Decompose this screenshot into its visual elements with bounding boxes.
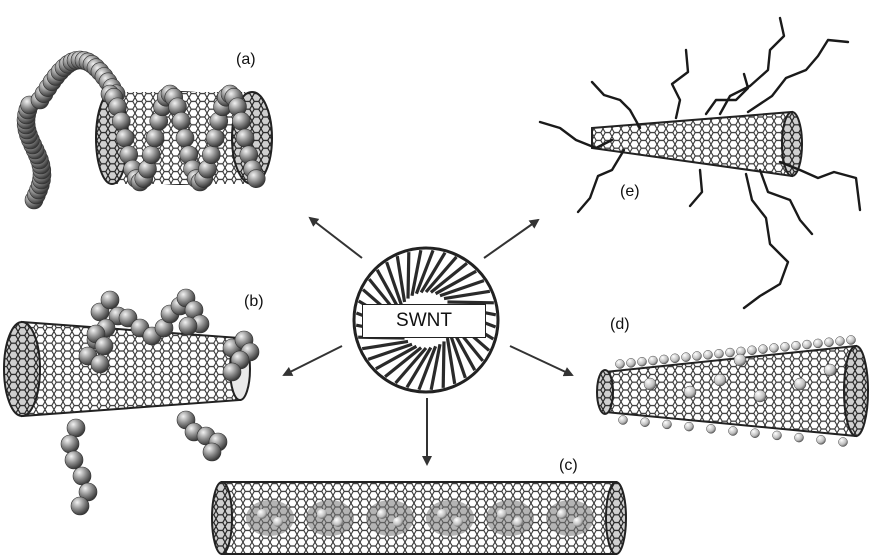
arrow-to-b (284, 346, 342, 375)
panel-label-b: (b) (244, 293, 264, 311)
sidewall-atom-decorated-nanotube (597, 335, 868, 446)
swnt-label: SWNT (362, 304, 486, 338)
panel-label-a: (a) (236, 51, 256, 69)
arrow-to-e (484, 220, 538, 258)
bead-functionalized-nanotube (4, 289, 259, 515)
chain-grafted-nanotube (540, 18, 860, 308)
panel-label-d: (d) (610, 316, 630, 334)
panel-label-c: (c) (559, 457, 578, 475)
arrow-to-d (510, 346, 572, 375)
wrapped-polymer-nanotube (17, 51, 272, 209)
arrow-to-a (310, 218, 362, 258)
endohedral-filled-nanotube (212, 482, 626, 554)
panel-label-e: (e) (620, 183, 640, 201)
